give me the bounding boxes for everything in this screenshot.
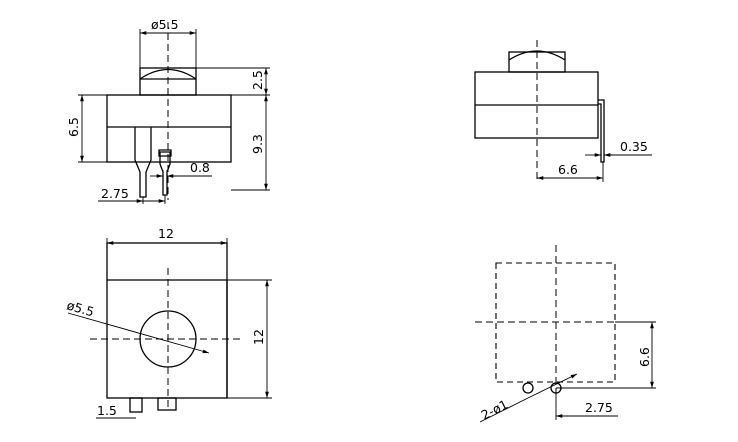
dim-footprint-height: 6.6: [637, 347, 652, 367]
dim-top-height: 12: [251, 329, 266, 345]
top-view-body: [106, 242, 228, 399]
dim-side-pin-thickness: 0.35: [620, 139, 648, 154]
pcb-footprint: 6.6 2.75 2-ø1: [475, 245, 656, 423]
dim-front-body-height: 6.5: [66, 117, 81, 137]
dim-front-pin-width: 0.8: [190, 160, 210, 175]
dim-top-pin: 1.5: [97, 403, 117, 418]
side-view: 6.6 0.35: [474, 40, 652, 182]
dim-footprint-holes: 2-ø1: [479, 397, 511, 423]
dim-front-pin-pitch: 2.75: [101, 186, 129, 201]
dim-footprint-pitch: 2.75: [585, 400, 613, 415]
dim-top-width: 12: [158, 226, 174, 241]
dim-top-diameter: ø5.5: [65, 297, 96, 319]
top-view: 12 12 ø5.5 1.5: [65, 226, 272, 419]
dim-front-button-height: 2.5: [250, 70, 265, 90]
dim-front-total-height: 9.3: [250, 134, 265, 154]
dim-front-diameter: ø5.5: [151, 17, 179, 32]
dim-side-offset: 6.6: [558, 162, 578, 177]
footprint-hole-left: [522, 382, 534, 394]
front-view: ø5.5 2.5 9.3 6.5 0.8 2.75: [66, 17, 270, 204]
